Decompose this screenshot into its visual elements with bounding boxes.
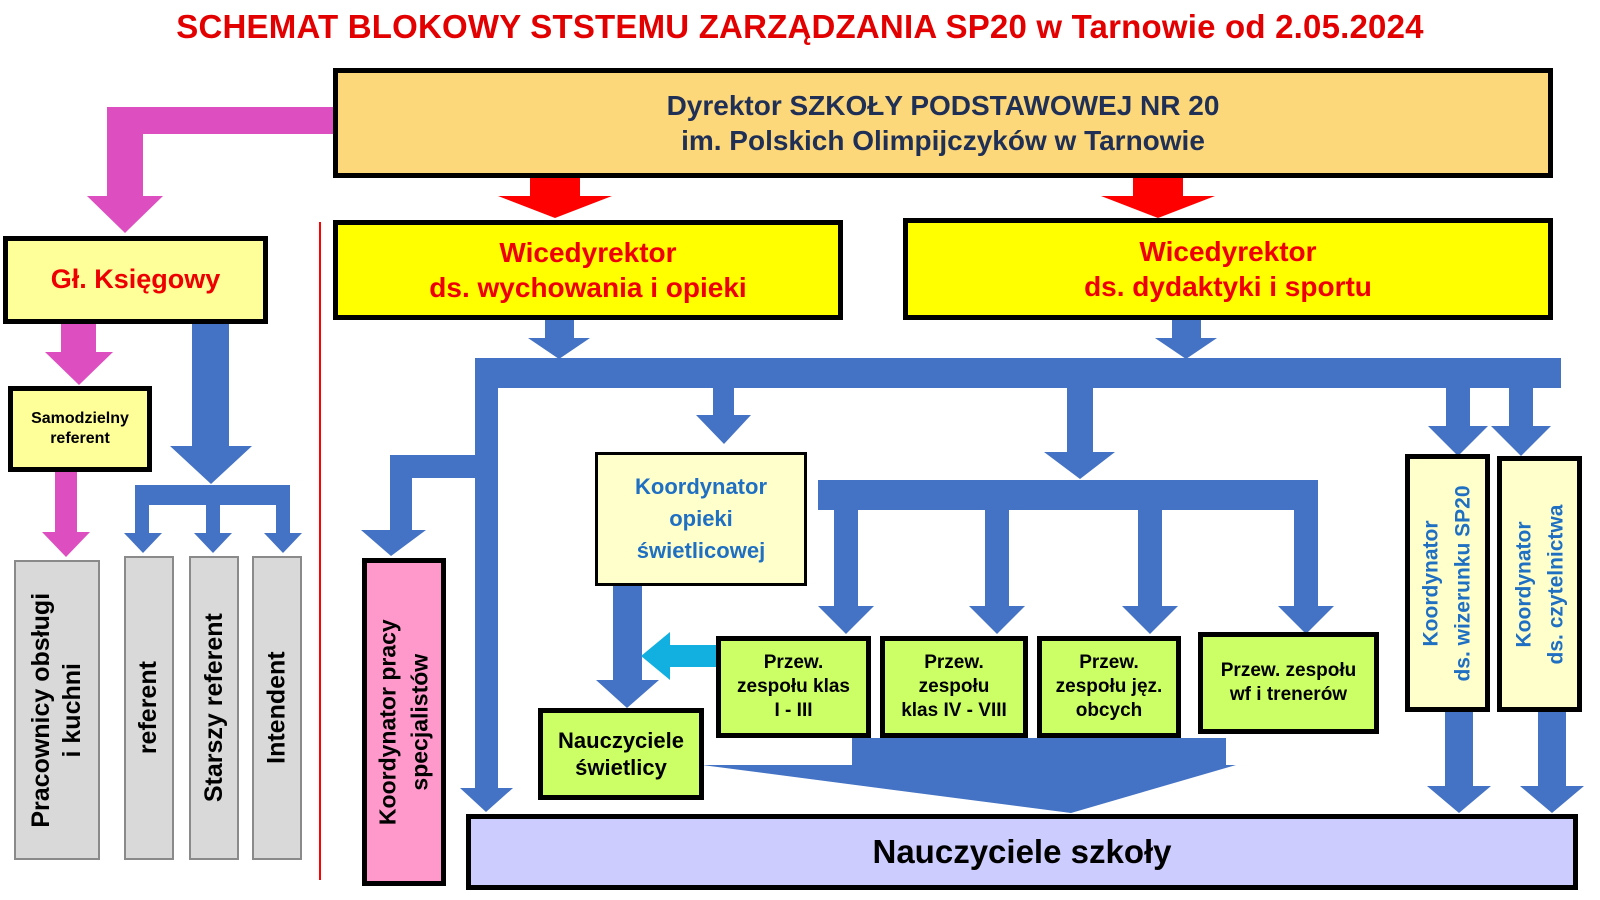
team-grades-4-8-line-3: klas IV - VIII [901, 699, 1007, 721]
kitchen-staff-box: Pracownicy obsługi i kuchni [14, 560, 100, 860]
daycare-coordinator-box: Koordynator opieki świetlicowej [595, 452, 807, 586]
accountant-label: Gł. Księgowy [50, 264, 221, 295]
kitchen-staff-line-1: Pracownicy obsługi [26, 592, 55, 828]
daycare-coordinator-line-2: opieki [669, 506, 733, 532]
reading-coordinator-box: Koordynator ds. czytelnictwa [1497, 456, 1582, 712]
team-languages-box: Przew. zespołu jęz. obcych [1037, 636, 1181, 738]
team-grades-4-8-box: Przew. zespołu klas IV - VIII [880, 636, 1028, 738]
daycare-teachers-box: Nauczyciele świetlicy [538, 708, 704, 800]
team-grades-1-3-line-2: zespołu klas [737, 676, 850, 698]
funnel-teams-to-school-teachers [702, 738, 1236, 813]
specialists-coordinator-line-2: specjalistów [407, 653, 434, 791]
daycare-teachers-line-1: Nauczyciele [558, 727, 684, 753]
arrow-to-school-teachers-left [460, 788, 513, 812]
pink-arrow-to-kitchen-staff [42, 470, 90, 557]
steward-box: Intendent [252, 556, 302, 860]
independent-clerk-line-1: Samodzielny [31, 410, 129, 427]
daycare-teachers-line-2: świetlicy [575, 755, 667, 780]
team-branch-bar [818, 480, 1294, 510]
kitchen-staff-label: Pracownicy obsługi i kuchni [26, 593, 89, 828]
arrow-image-coordinator-to-teachers [1427, 712, 1491, 813]
accountant-box: Gł. Księgowy [3, 236, 268, 324]
image-coordinator-box: Koordynator ds. wizerunku SP20 [1405, 454, 1490, 712]
arrow-reading-coordinator-to-teachers [1520, 712, 1584, 813]
team-branch-drop [1294, 480, 1318, 608]
pink-arrow-to-independent-clerk [45, 324, 113, 385]
vice-care-line-1: Wicedyrektor [499, 237, 677, 268]
director-box: Dyrektor SZKOŁY PODSTAWOWEJ NR 20 im. Po… [333, 68, 1553, 178]
specialists-coordinator-label: Koordynator pracy specjalistów [372, 619, 436, 825]
staff-branch-drop [135, 485, 149, 535]
staff-branch-drop [206, 485, 220, 535]
vice-care-box: Wicedyrektor ds. wychowania i opieki [333, 220, 843, 320]
team-languages-line-1: Przew. [1079, 652, 1139, 674]
reading-coordinator-label: Koordynator ds. czytelnictwa [1508, 504, 1571, 664]
arrow-to-image-coordinator [1428, 386, 1488, 456]
team-branch-drop [834, 480, 858, 608]
arrow-to-steward [264, 533, 302, 553]
team-branch-drop [1138, 480, 1162, 608]
arrow-to-team-4-8 [969, 606, 1025, 634]
team-grades-1-3-line-3: I - III [774, 699, 813, 721]
red-arrow-to-vice-care [498, 176, 612, 218]
school-teachers-box: Nauczyciele szkoły [466, 814, 1578, 890]
image-coordinator-line-2: ds. wizerunku SP20 [1451, 484, 1475, 682]
image-coordinator-line-1: Koordynator [1420, 520, 1444, 647]
main-distribution-bar [486, 358, 1561, 388]
team-pe-line-2: wf i trenerów [1229, 684, 1348, 705]
arrow-to-team-1-3 [818, 606, 874, 634]
daycare-coordinator-line-3: świetlicowej [636, 537, 766, 563]
senior-clerk-label: Starszy referent [199, 613, 228, 803]
team-grades-1-3-line-1: Przew. [763, 652, 824, 674]
clerk-label: referent [134, 661, 163, 755]
steward-label: Intendent [262, 651, 291, 765]
director-line-1: Dyrektor SZKOŁY PODSTAWOWEJ NR 20 [666, 90, 1220, 121]
team-pe-line-1: Przew. zespołu [1220, 660, 1357, 682]
specialists-coordinator-line-1: Koordynator pracy [374, 619, 401, 825]
vice-didactics-line-1: Wicedyrektor [1139, 236, 1317, 267]
arrow-to-team-pe [1278, 606, 1334, 634]
team-grades-1-3-box: Przew. zespołu klas I - III [716, 636, 871, 738]
arrow-to-reading-coordinator [1491, 358, 1551, 456]
director-label: Dyrektor SZKOŁY PODSTAWOWEJ NR 20 im. Po… [667, 88, 1220, 158]
daycare-coordinator-line-1: Koordynator [635, 474, 767, 500]
school-teachers-label: Nauczyciele szkoły [872, 833, 1172, 871]
reading-coordinator-line-1: Koordynator [1512, 521, 1536, 648]
team-languages-line-3: obcych [1075, 699, 1143, 721]
left-trunk [475, 358, 498, 793]
blue-arrow-vice-didactics-down [1155, 320, 1217, 359]
team-languages-line-2: zespołu jęz. [1055, 676, 1163, 698]
kitchen-staff-line-2: i kuchni [58, 662, 86, 758]
specialists-coordinator-box: Koordynator pracy specjalistów [362, 558, 446, 886]
senior-clerk-box: Starszy referent [189, 556, 239, 860]
team-branch-drop [985, 480, 1009, 608]
vice-didactics-line-2: ds. dydaktyki i sportu [1084, 271, 1372, 302]
reading-coordinator-line-2: ds. czytelnictwa [1543, 504, 1567, 664]
clerk-box: referent [124, 556, 174, 860]
arrow-to-team-branch [1044, 386, 1115, 479]
image-coordinator-label: Koordynator ds. wizerunku SP20 [1416, 485, 1479, 681]
vice-didactics-box: Wicedyrektor ds. dydaktyki i sportu [903, 218, 1553, 320]
staff-branch-drop [276, 485, 290, 535]
arrow-daycare-coordinator-to-daycare-teachers [596, 584, 659, 708]
cyan-arrow-team-to-daycare [641, 632, 716, 680]
pink-arrow-director-to-accountant [87, 107, 335, 233]
arrow-to-team-languages [1122, 606, 1178, 634]
independent-clerk-line-2: referent [50, 430, 110, 447]
team-grades-4-8-line-2: zespołu [918, 676, 990, 698]
arrow-to-daycare-coordinator [696, 386, 751, 444]
blue-arrow-vice-care-down [528, 320, 590, 359]
arrow-to-clerk [124, 533, 162, 553]
team-grades-4-8-line-1: Przew. [924, 652, 984, 674]
page-title: SCHEMAT BLOKOWY STSTEMU ZARZĄDZANIA SP20… [176, 8, 1424, 45]
arrow-to-senior-clerk [194, 533, 232, 553]
independent-clerk-box: Samodzielny referent [8, 386, 152, 472]
blue-arrow-accountant-down [170, 324, 252, 484]
vice-care-line-2: ds. wychowania i opieki [429, 272, 747, 303]
branch-to-specialists [361, 455, 476, 556]
director-line-2: im. Polskich Olimpijczyków w Tarnowie [681, 125, 1205, 156]
red-arrow-to-vice-didactics [1101, 176, 1215, 218]
team-pe-box: Przew. zespołu wf i trenerów [1198, 632, 1379, 734]
